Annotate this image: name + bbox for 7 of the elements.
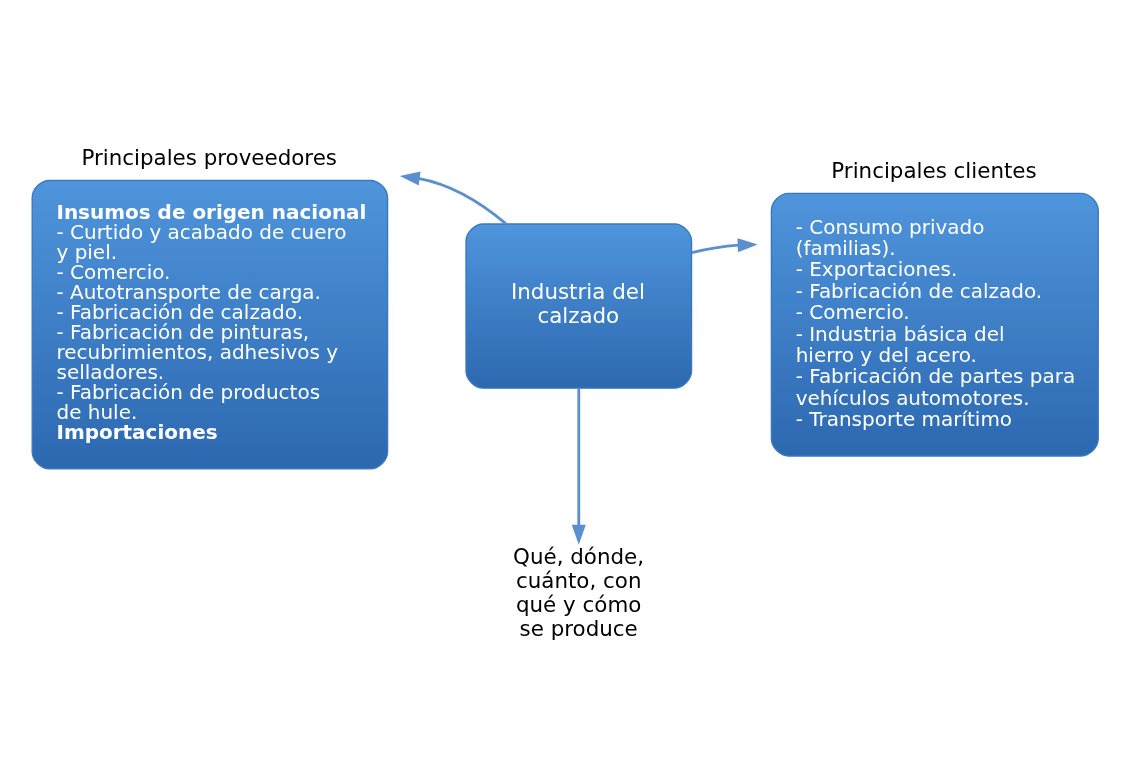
arrow (571, 387, 586, 545)
node-text: Qué, dónde, cuánto, con qué y cómo se produce (513, 543, 645, 641)
node-label: Principales clientes (831, 157, 1037, 183)
node-label: Principales proveedores (81, 144, 337, 170)
node-box: Industria del calzado (465, 222, 693, 389)
arrow (399, 171, 507, 225)
arrow (691, 237, 758, 254)
